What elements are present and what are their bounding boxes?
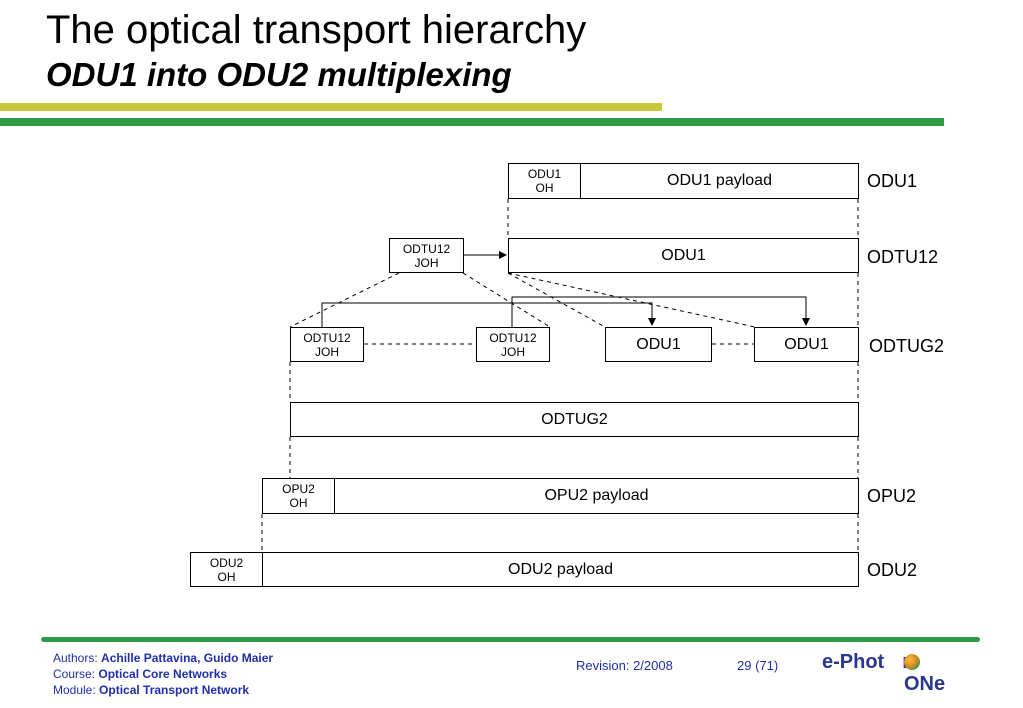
- odtug-odu1-block-b: ODU1: [754, 327, 859, 362]
- course-label: Course:: [53, 667, 99, 681]
- label-odu1: ODU1: [867, 171, 918, 191]
- module-value: Optical Transport Network: [99, 683, 250, 697]
- label-opu2: OPU2: [867, 486, 917, 506]
- revision-text: Revision: 2/2008: [576, 658, 673, 673]
- globe-icon: [904, 654, 920, 670]
- odtu12-joh-block: ODTU12 JOH: [389, 238, 464, 273]
- odu1-oh-block: ODU1 OH: [508, 163, 581, 199]
- opu2-payload-block: OPU2 payload: [334, 478, 859, 514]
- header-divider-yellow: [0, 103, 662, 111]
- module-label: Module:: [53, 683, 100, 697]
- logo-text-bottom: ONe: [904, 673, 946, 695]
- logo-text-top: e-Photn: [822, 651, 914, 673]
- page-title: The optical transport hierarchy: [46, 8, 587, 52]
- footer-credits: Authors: Achille Pattavina, Guido Maier …: [53, 650, 273, 698]
- label-odu2: ODU2: [867, 560, 918, 580]
- course-value: Optical Core Networks: [98, 667, 228, 681]
- authors-label: Authors:: [53, 651, 102, 665]
- authors-value: Achille Pattavina, Guido Maier: [101, 651, 274, 665]
- odtu12-odu1-block: ODU1: [508, 238, 859, 273]
- footer-divider: [41, 637, 980, 642]
- odtug-joh-block-b: ODTU12 JOH: [476, 327, 550, 362]
- odu1-payload-block: ODU1 payload: [580, 163, 859, 199]
- label-odtug2: ODTUG2: [869, 336, 945, 356]
- odtug-joh-block-a: ODTU12 JOH: [290, 327, 364, 362]
- odu2-oh-block: ODU2 OH: [190, 552, 263, 587]
- header-divider-green: [0, 118, 944, 126]
- page-number: 29 (71): [737, 658, 779, 673]
- odtug2-block: ODTUG2: [290, 402, 859, 437]
- ephoton-one-logo: e-Photn ONe: [822, 651, 962, 695]
- odtug-odu1-block-a: ODU1: [605, 327, 712, 362]
- page-subtitle: ODU1 into ODU2 multiplexing: [46, 56, 512, 93]
- opu2-oh-block: OPU2 OH: [262, 478, 335, 514]
- label-odtu12: ODTU12: [867, 247, 939, 267]
- odu2-payload-block: ODU2 payload: [262, 552, 859, 587]
